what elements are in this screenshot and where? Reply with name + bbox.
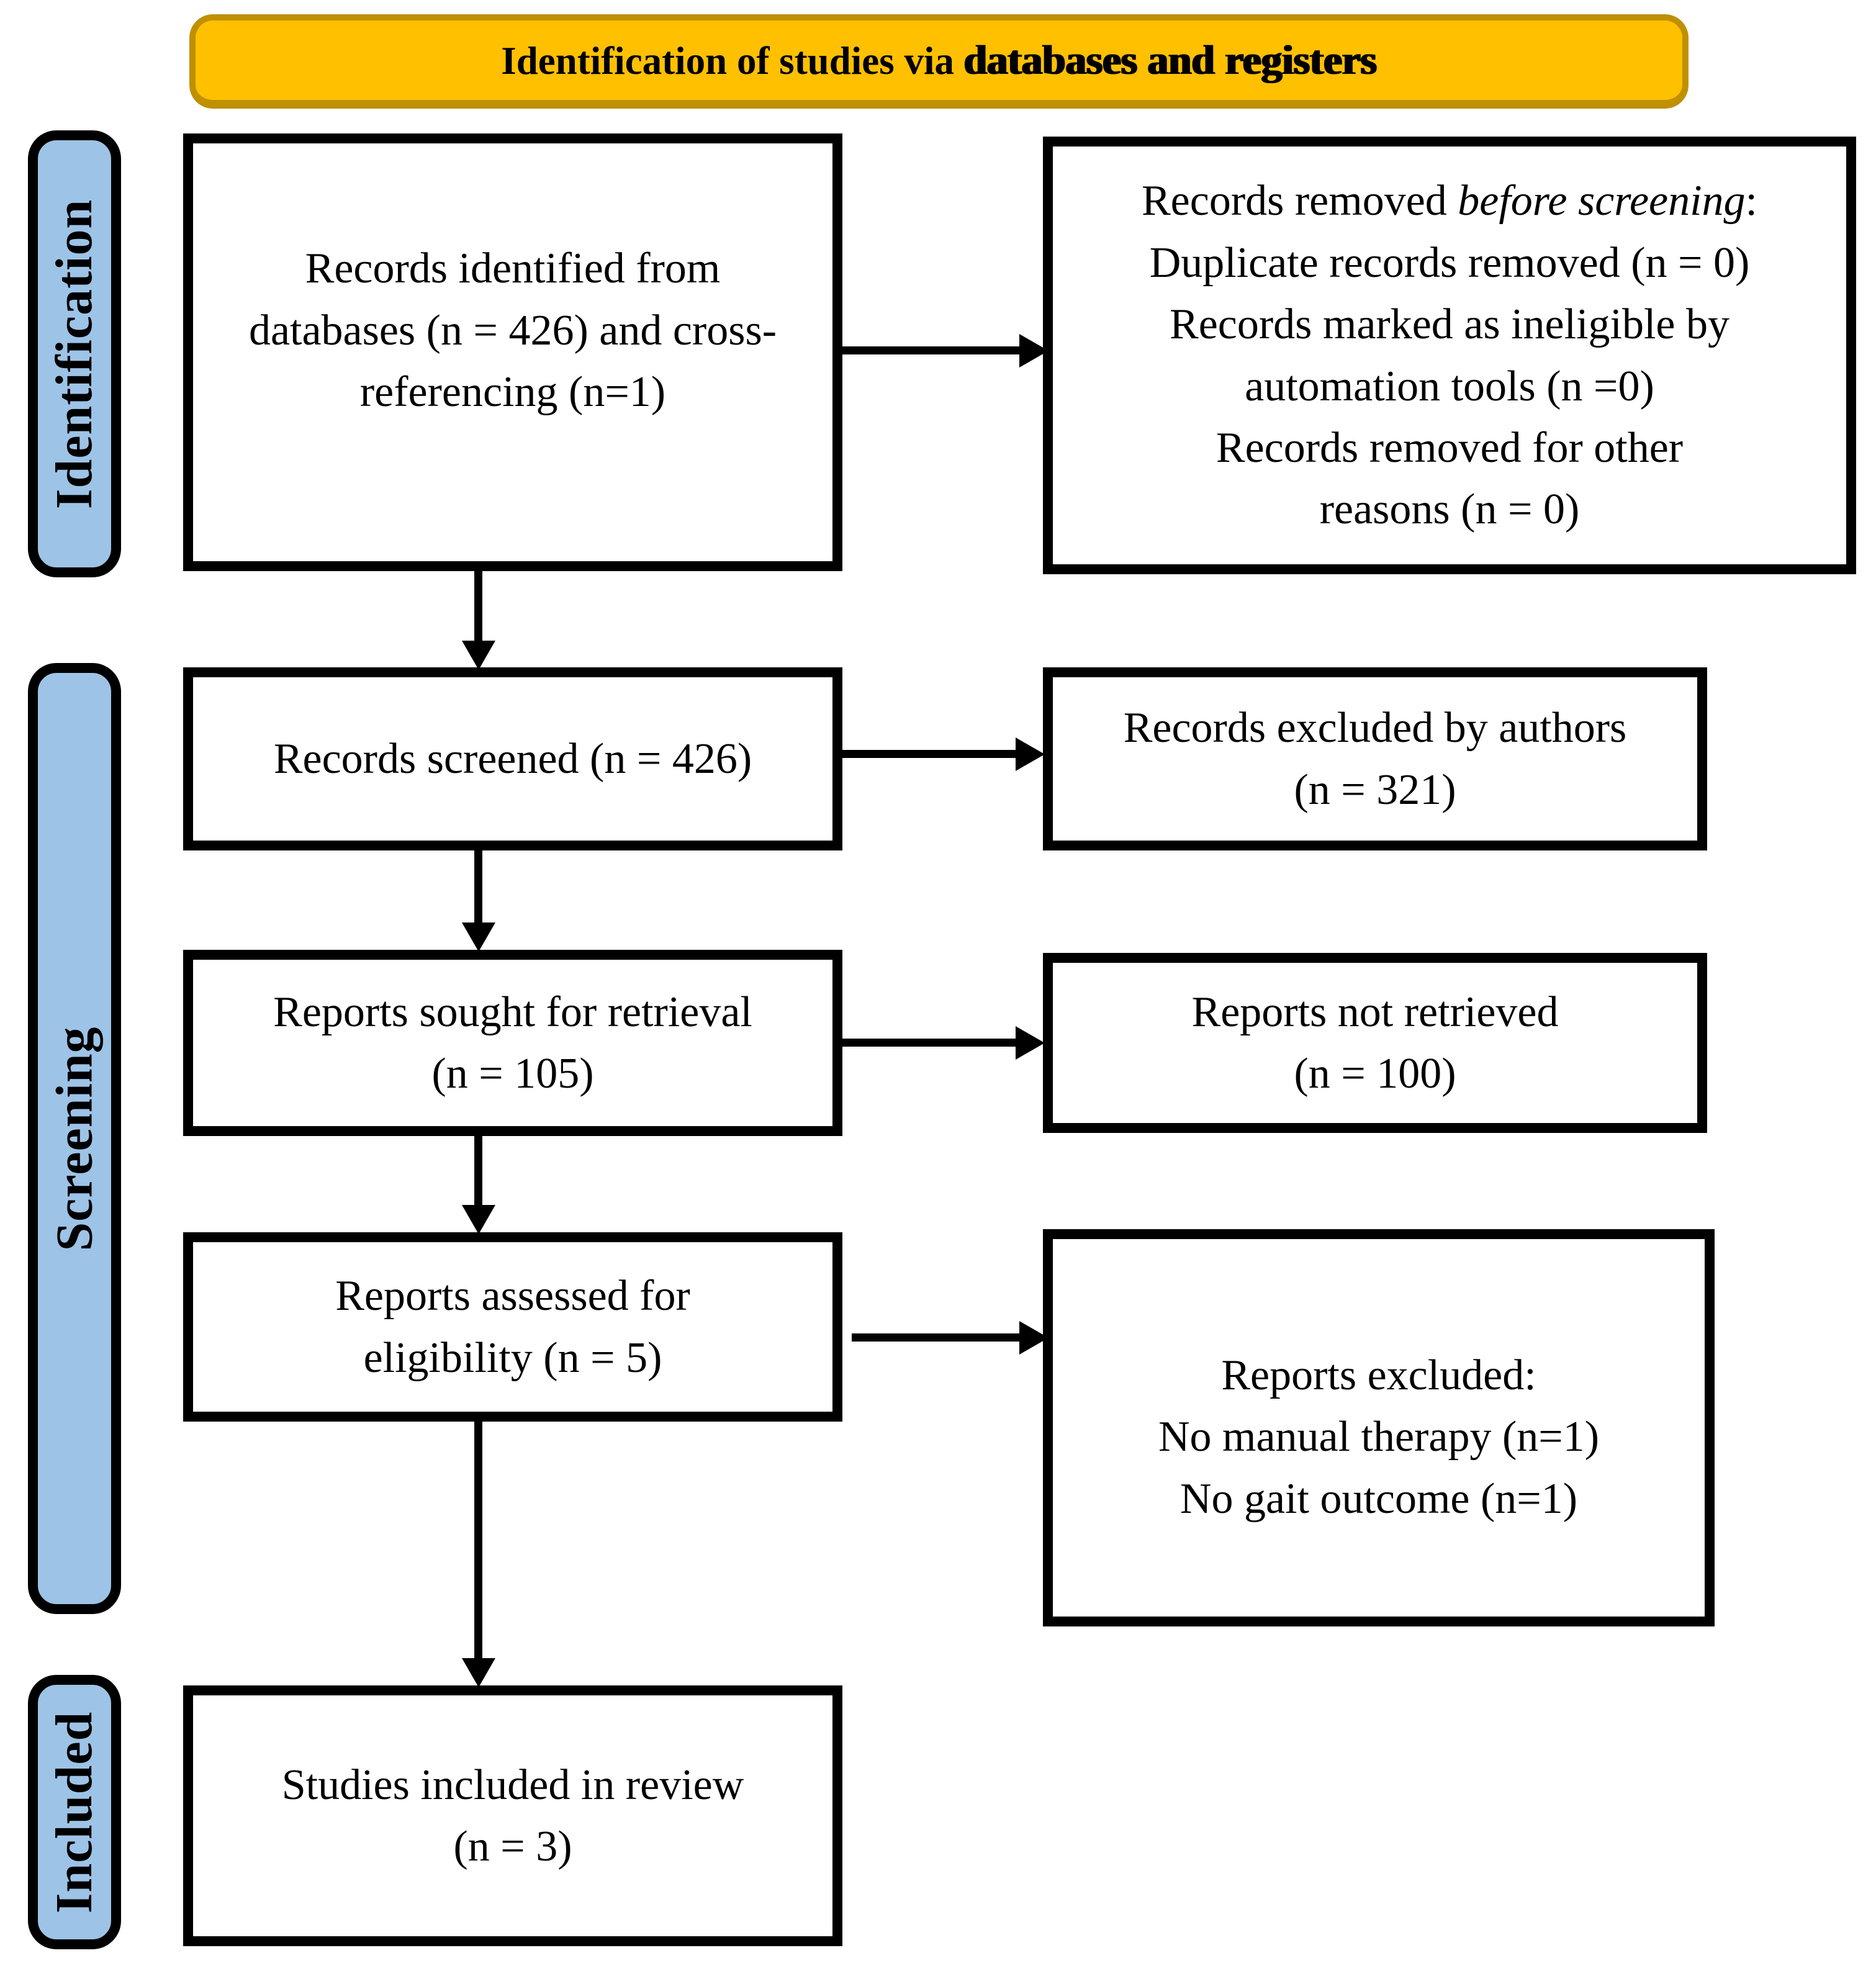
arrow-shaft — [474, 850, 482, 924]
arrow-right-icon — [1016, 1026, 1045, 1060]
reports-excluded-line: No manual therapy (n=1) — [1158, 1413, 1600, 1461]
arrow-down-icon — [462, 641, 495, 670]
banner-title-bold: databases and registers — [963, 37, 1377, 83]
records-excluded-line: Records excluded by authors — [1123, 704, 1627, 752]
records-removed-heading-italic: before screening — [1458, 177, 1746, 225]
arrow-shaft — [474, 1136, 482, 1206]
title-banner: Identification of studies via databases … — [189, 14, 1689, 109]
records-identified-line: databases (n = 426) and cross- — [248, 306, 777, 354]
reports-not-retrieved-box: Reports not retrieved (n = 100) — [1043, 953, 1707, 1133]
records-screened-line: Records screened (n = 426) — [273, 734, 752, 783]
records-screened-box: Records screened (n = 426) — [183, 667, 842, 850]
banner-title: Identification of studies via databases … — [501, 37, 1377, 84]
records-excluded-line: (n = 321) — [1294, 765, 1456, 814]
arrow-down-icon — [462, 1658, 495, 1687]
records-removed-line: Duplicate records removed (n = 0) — [1149, 238, 1750, 287]
arrow-right-icon — [1016, 737, 1045, 771]
reports-sought-line: (n = 105) — [431, 1050, 594, 1098]
studies-included-box: Studies included in review (n = 3) — [183, 1685, 842, 1946]
reports-assessed-line: eligibility (n = 5) — [363, 1333, 662, 1382]
stage-label-identification: Identification — [45, 199, 104, 509]
stage-bar-included: Included — [28, 1675, 121, 1949]
stage-label-included: Included — [45, 1711, 104, 1913]
arrow-down-icon — [462, 922, 495, 952]
arrow-shaft — [842, 1039, 1017, 1047]
studies-included-line: Studies included in review — [281, 1761, 744, 1809]
reports-not-retrieved-line: Reports not retrieved — [1191, 988, 1559, 1036]
records-removed-line: reasons (n = 0) — [1319, 485, 1580, 534]
banner-title-regular: Identification of studies via — [501, 38, 964, 83]
reports-assessed-line: Reports assessed for — [335, 1272, 690, 1320]
arrow-shaft — [842, 750, 1017, 758]
records-identified-box: Records identified from databases (n = 4… — [183, 133, 842, 571]
arrow-right-icon — [1019, 334, 1048, 368]
records-identified-line: referencing (n=1) — [359, 368, 666, 417]
records-excluded-box: Records excluded by authors (n = 321) — [1043, 667, 1707, 850]
records-identified-line: Records identified from — [305, 245, 721, 293]
records-removed-line: Records removed for other — [1215, 423, 1684, 472]
arrow-down-icon — [462, 1205, 495, 1234]
stage-bar-identification: Identification — [28, 130, 121, 577]
reports-excluded-box: Reports excluded: No manual therapy (n=1… — [1043, 1229, 1715, 1626]
reports-assessed-box: Reports assessed for eligibility (n = 5) — [183, 1232, 842, 1422]
stage-bar-screening: Screening — [28, 663, 121, 1614]
arrow-right-icon — [1019, 1321, 1048, 1355]
arrow-shaft — [842, 346, 1021, 354]
records-removed-line: Records marked as ineligible by — [1170, 300, 1729, 349]
studies-included-line: (n = 3) — [453, 1823, 572, 1870]
arrow-shaft — [852, 1333, 1021, 1342]
reports-sought-line: Reports sought for retrieval — [273, 988, 752, 1036]
reports-excluded-line: Reports excluded: — [1221, 1351, 1536, 1399]
reports-sought-box: Reports sought for retrieval (n = 105) — [183, 950, 842, 1136]
arrow-shaft — [474, 571, 482, 642]
records-removed-line: automation tools (n =0) — [1245, 362, 1654, 410]
reports-not-retrieved-line: (n = 100) — [1294, 1050, 1456, 1098]
records-removed-box: Records removed before screening: Duplic… — [1043, 137, 1856, 574]
arrow-shaft — [474, 1422, 482, 1659]
reports-excluded-line: No gait outcome (n=1) — [1179, 1474, 1578, 1523]
stage-label-screening: Screening — [45, 1026, 104, 1252]
records-removed-heading: Records removed before screening: — [1141, 177, 1757, 225]
